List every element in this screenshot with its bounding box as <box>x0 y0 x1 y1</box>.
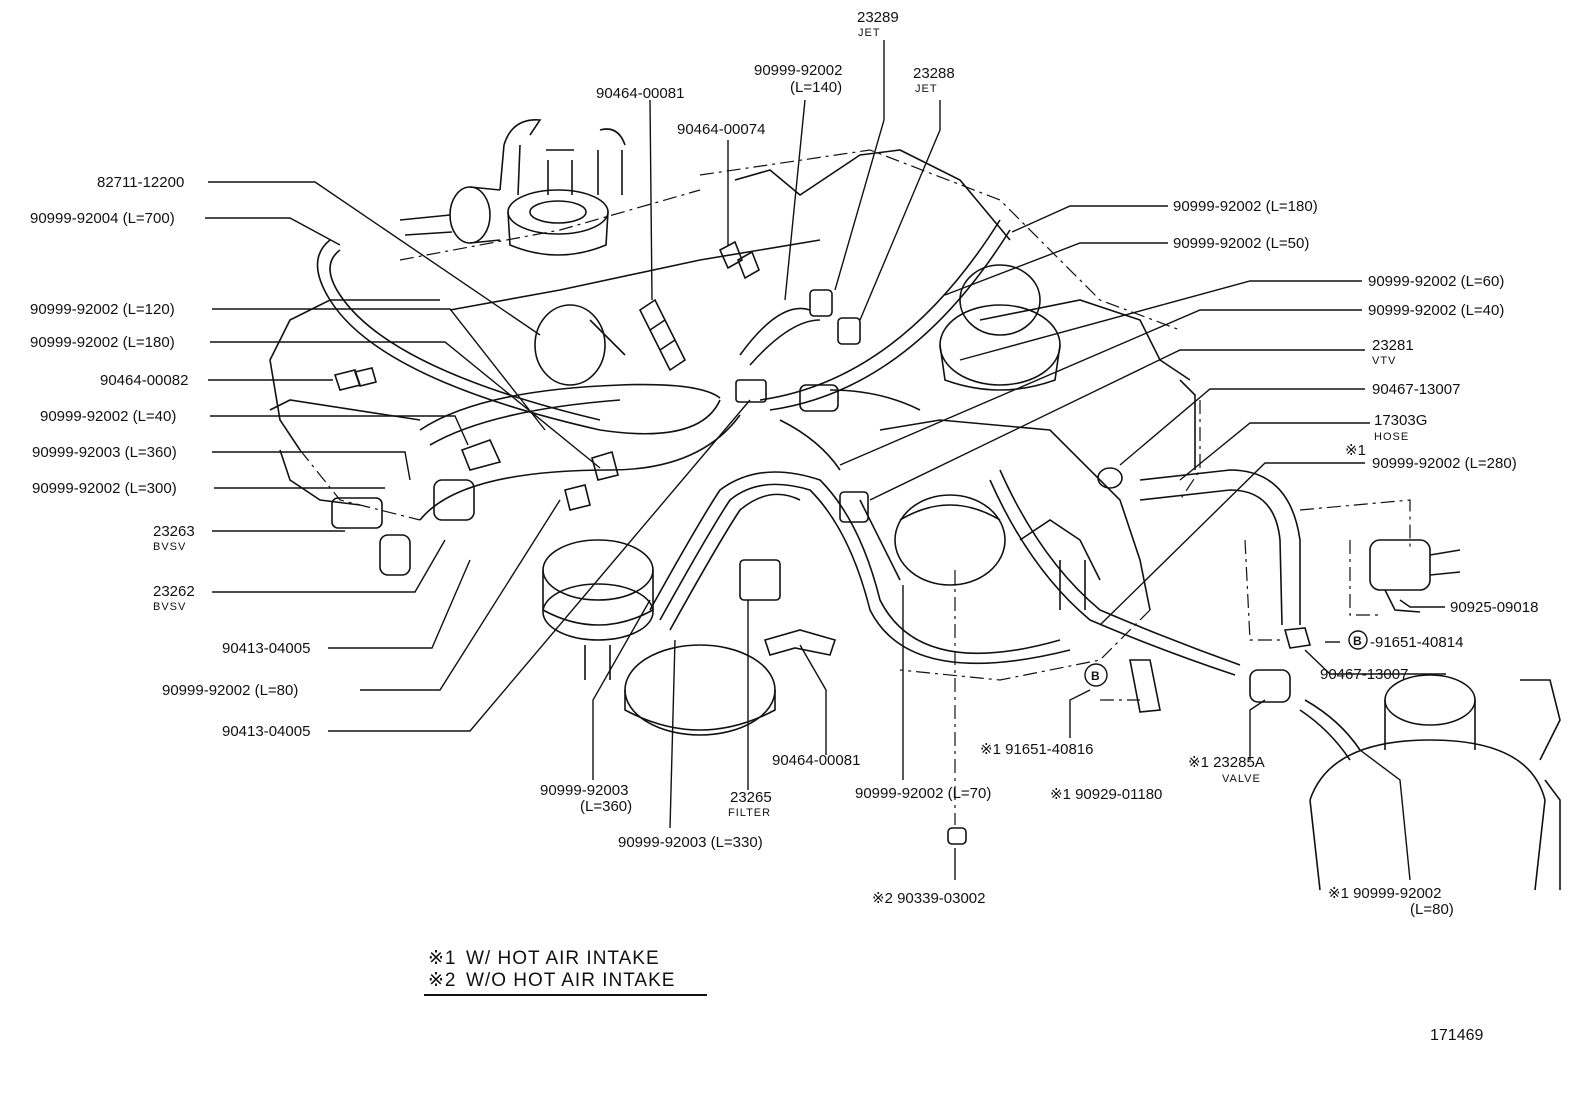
label-90464-00074: 90464-00074 <box>677 121 765 138</box>
legend: ※1 W/ HOT AIR INTAKE ※2 W/O HOT AIR INTA… <box>424 948 707 996</box>
label-90999-92002-l60: 90999-92002 (L=60) <box>1368 273 1504 290</box>
label-90999-92002-l120: 90999-92002 (L=120) <box>30 301 175 318</box>
vacuum-diaphragm-left <box>542 539 776 736</box>
label-91651-40814: -91651-40814 <box>1370 634 1463 651</box>
label-23263-sub: BVSV <box>153 541 186 553</box>
label-23288-sub: JET <box>915 83 938 95</box>
label-90999-92002-l300: 90999-92002 (L=300) <box>32 480 177 497</box>
leader-lines <box>205 40 1446 881</box>
label-23262-sub: BVSV <box>153 601 186 613</box>
label-90999-92002-l50: 90999-92002 (L=50) <box>1173 235 1309 252</box>
engine-illustration <box>269 119 1561 891</box>
label-90999-92002-l40-right: 90999-92002 (L=40) <box>1368 302 1504 319</box>
label-90999-92003-l360-bottom: 90999-92003 <box>540 782 628 799</box>
label-90467-13007-top: 90467-13007 <box>1372 381 1460 398</box>
label-23265-sub: FILTER <box>728 807 771 819</box>
label-90999-92002-l70: 90999-92002 (L=70) <box>855 785 991 802</box>
label-90929-01180: ※1 90929-01180 <box>1050 786 1162 803</box>
phantom-lines <box>954 499 1411 825</box>
label-90464-00081-bottom: 90464-00081 <box>772 752 860 769</box>
label-91651-40816: ※1 91651-40816 <box>980 741 1094 758</box>
label-90339-03002: ※2 90339-03002 <box>872 890 986 907</box>
label-90999-92002-l80-right: ※1 90999-92002 <box>1328 885 1442 902</box>
jets-and-valves <box>331 289 1461 845</box>
label-90925-09018: 90925-09018 <box>1450 599 1538 616</box>
label-23265: 23265 <box>730 789 772 806</box>
label-23285a-sub: VALVE <box>1222 773 1261 785</box>
label-90413-04005-a: 90413-04005 <box>222 640 310 657</box>
label-mark1: ※1 <box>1345 442 1366 459</box>
label-17303g-sub: HOSE <box>1374 431 1409 443</box>
label-23263: 23263 <box>153 523 195 540</box>
label-90999-92002-l80-left: 90999-92002 (L=80) <box>162 682 298 699</box>
vacuum-hoses <box>316 219 1361 761</box>
label-82711-12200: 82711-12200 <box>97 174 184 191</box>
label-23288: 23288 <box>913 65 955 82</box>
legend-mark-1: ※1 <box>428 948 457 969</box>
circle-b-mark-center <box>1084 663 1108 687</box>
label-90999-92003-l330: 90999-92003 (L=330) <box>618 834 763 851</box>
part-labels: 23289 JET 90999-92002 (L=140) 23288 JET … <box>30 9 1538 918</box>
label-90999-92002-l140-sub: (L=140) <box>790 79 842 96</box>
legend-mark-2: ※2 <box>428 970 457 991</box>
label-23281-sub: VTV <box>1372 355 1396 367</box>
label-90999-92003-l360-left: 90999-92003 (L=360) <box>32 444 177 461</box>
legend-text-1: W/ HOT AIR INTAKE <box>466 948 660 969</box>
center-canister <box>894 494 1101 610</box>
circle-b-mark-right <box>1348 630 1368 650</box>
air-cleaner-left <box>399 186 501 244</box>
label-23281: 23281 <box>1372 337 1414 354</box>
valve-housing-right <box>939 264 1061 391</box>
diagram-id-number: 171469 <box>1430 1027 1483 1044</box>
legend-text-2: W/O HOT AIR INTAKE <box>466 970 675 991</box>
label-90999-92002-l140: 90999-92002 <box>754 62 842 79</box>
label-90999-92003-l360-bottom-sub: (L=360) <box>580 798 632 815</box>
label-17303g: 17303G <box>1374 412 1427 429</box>
air-cleaner-right <box>1309 674 1561 891</box>
label-23262: 23262 <box>153 583 195 600</box>
label-23289-sub: JET <box>858 27 881 39</box>
label-90999-92002-l40-left: 90999-92002 (L=40) <box>40 408 176 425</box>
label-23289: 23289 <box>857 9 899 26</box>
label-90999-92002-l180-left: 90999-92002 (L=180) <box>30 334 175 351</box>
label-90999-92002-l280: 90999-92002 (L=280) <box>1372 455 1517 472</box>
label-90464-00082: 90464-00082 <box>100 372 188 389</box>
hose-clamps <box>333 240 1312 656</box>
distributor-cap <box>499 119 626 256</box>
label-90413-04005-b: 90413-04005 <box>222 723 310 740</box>
circle-b-text-right: B <box>1353 634 1362 648</box>
label-90467-13007-bottom: 90467-13007 <box>1320 666 1408 683</box>
label-23285a: ※1 23285A <box>1188 754 1265 771</box>
label-90999-92004-l700: 90999-92004 (L=700) <box>30 210 175 227</box>
label-90999-92002-l80-right-sub: (L=80) <box>1410 901 1454 918</box>
label-90464-00081-top: 90464-00081 <box>596 85 684 102</box>
label-90999-92002-l180-right: 90999-92002 (L=180) <box>1173 198 1318 215</box>
circle-b-text-center: B <box>1091 669 1100 683</box>
